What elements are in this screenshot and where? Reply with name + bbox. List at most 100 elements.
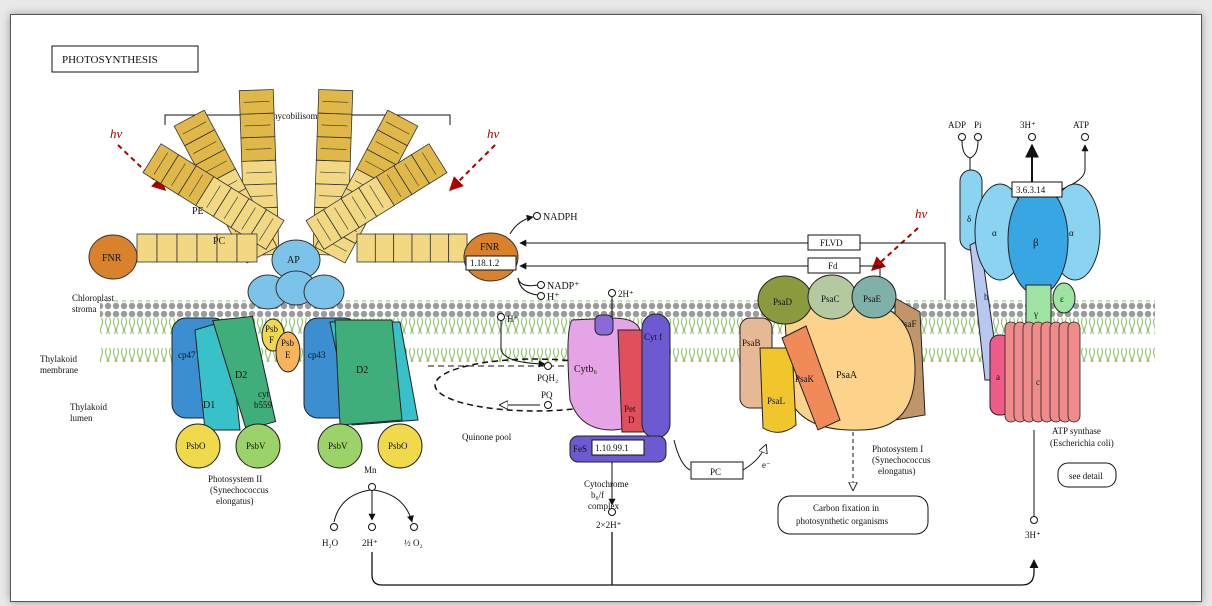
cytb6-label: Cytb₆ xyxy=(574,364,597,375)
fnr-left-label: FNR xyxy=(102,253,122,264)
psii-h-label: 2H⁺ xyxy=(362,538,378,548)
pc-text: PC xyxy=(710,467,721,477)
ec-1-18-1-2-button[interactable]: 1.18.1.2 xyxy=(466,256,516,270)
fd-text: Fd xyxy=(828,261,838,271)
fnr-h-label: H⁺ xyxy=(547,292,560,303)
hv-label-1: hν xyxy=(110,126,123,141)
flvd-button[interactable]: FLVD xyxy=(808,235,860,250)
c-label: c xyxy=(1036,377,1040,387)
d2a-label: D2 xyxy=(235,370,247,381)
carbon-fixation-text-2: photosynthetic organisms xyxy=(796,516,889,526)
phycobilisome-side-rod xyxy=(357,234,467,262)
photosystem-i: PsaB PsaF PsaA PsaL PsaK PsaD PsaC PsaE … xyxy=(740,275,931,490)
see-detail-text: see detail xyxy=(1069,471,1103,481)
see-detail-button[interactable]: see detail xyxy=(1058,463,1116,487)
lumen-label-2: lumen xyxy=(70,413,93,423)
c-subunit xyxy=(1068,322,1080,422)
atp-3h-top-label: 3H⁺ xyxy=(1020,120,1036,130)
psii-caption-2: (Synechococcus xyxy=(210,485,269,495)
water-splitting: H₂O 2H⁺ ½ O₂ xyxy=(322,484,423,549)
psak-label: PsaK xyxy=(795,374,815,384)
atp-3h-bottom-label: 3H⁺ xyxy=(1025,530,1041,540)
cp43-label: cp43 xyxy=(308,350,326,360)
a-label: a xyxy=(996,372,1000,382)
gamma-label: γ xyxy=(1033,309,1038,319)
psbf-label-1: Psb xyxy=(265,324,279,334)
mn-label: Mn xyxy=(364,465,377,475)
stroma-label-2: stroma xyxy=(72,304,97,314)
fnr-left: FNR xyxy=(89,235,137,279)
cytf-label: Cyt f xyxy=(644,332,662,342)
cytochrome-b6f: 2H⁺ Cytb₆ Pet D Cyt f FeS Cytochrome b₆/… xyxy=(568,289,670,530)
o2-label: ½ O₂ xyxy=(404,538,423,548)
cytb6f-caption-2: b₆/f xyxy=(591,490,604,500)
psi-caption-3: elongatus) xyxy=(878,466,916,476)
psbv1-label: PsbV xyxy=(246,441,266,451)
quinone-h-label: H⁺ xyxy=(507,314,518,324)
beta-label: β xyxy=(1033,237,1039,249)
quinone-pool-label: Quinone pool xyxy=(462,432,512,442)
pc-button[interactable]: PC xyxy=(691,462,743,479)
pc-label: PC xyxy=(213,236,226,247)
psi-caption-2: (Synechococcus xyxy=(872,455,931,465)
electron-label: e⁻ xyxy=(762,460,771,470)
ec-3-6-3-14-button[interactable]: 3.6.3.14 xyxy=(1012,182,1062,197)
membrane-label-1: Thylakoid xyxy=(40,354,77,364)
cyt-2x2h-label: 2×2H⁺ xyxy=(596,520,622,530)
psad-label: PsaD xyxy=(773,297,793,307)
petd-label-2: D xyxy=(628,415,635,425)
atp-label: ATP xyxy=(1073,120,1089,130)
ap-label: AP xyxy=(287,255,300,266)
epsilon-label: ε xyxy=(1060,294,1064,304)
ec-3-6-3-14-text: 3.6.3.14 xyxy=(1016,185,1046,195)
lumen-label-1: Thylakoid xyxy=(70,402,107,412)
d1-label: D1 xyxy=(203,400,215,411)
psac-label: PsaC xyxy=(821,294,840,304)
adp-label: ADP xyxy=(948,120,966,130)
hv-label-3: hν xyxy=(915,206,928,221)
hv-label-2: hν xyxy=(487,126,500,141)
psaa-label: PsaA xyxy=(836,370,858,381)
cyt-2h-label: 2H⁺ xyxy=(618,289,634,299)
nadph-label: NADPH xyxy=(543,212,577,223)
pi-label: Pi xyxy=(974,120,982,130)
title-box: PHOTOSYNTHESIS xyxy=(52,46,198,72)
ec-1-18-1-2-text: 1.18.1.2 xyxy=(470,258,499,268)
pq-label: PQ xyxy=(541,390,553,400)
alpha1-label: α xyxy=(992,228,997,238)
psab-label: PsaB xyxy=(742,338,761,348)
b559-label: b559 xyxy=(254,400,273,410)
fd-button[interactable]: Fd xyxy=(808,258,860,273)
nadp-label: NADP⁺ xyxy=(547,281,580,292)
phycobilisome-label: Phycobilisome xyxy=(268,111,322,121)
membrane-label-2: membrane xyxy=(40,365,78,375)
stroma-label-1: Chloroplast xyxy=(72,293,114,303)
petd-label-1: Pet xyxy=(624,404,636,414)
psbe-label-2: E xyxy=(285,350,291,360)
psbo1-label: PsbO xyxy=(186,441,206,451)
atp-caption-1: ATP synthase xyxy=(1052,426,1101,436)
carbon-fixation-button[interactable]: Carbon fixation in photosynthetic organi… xyxy=(778,496,928,534)
carbon-fixation-text-1: Carbon fixation in xyxy=(813,503,879,513)
psi-caption-1: Photosystem I xyxy=(872,444,923,454)
c-ring xyxy=(1005,322,1080,422)
psal-label: PsaL xyxy=(767,396,785,406)
ec-1-10-99-1-text: 1.10.99.1 xyxy=(595,443,629,453)
proton-return-line xyxy=(372,532,1034,585)
cp47-label: cp47 xyxy=(178,350,196,360)
fnr-right-label: FNR xyxy=(480,242,500,253)
ec-1-10-99-1-button[interactable]: 1.10.99.1 xyxy=(592,440,644,455)
delta-label: δ xyxy=(967,214,971,224)
psbv2-label: PsbV xyxy=(328,441,348,451)
nadph-nodes: NADPH NADP⁺ H⁺ xyxy=(510,212,580,303)
flvd-text: FLVD xyxy=(820,238,843,248)
photosystem-ii: cp47 D1 D2 cyt b559 Psb F Psb E cp43 D2 … xyxy=(172,315,422,506)
psii-caption-1: Photosystem II xyxy=(208,474,262,484)
b-label: b xyxy=(984,292,989,302)
page-title: PHOTOSYNTHESIS xyxy=(62,54,158,66)
d2b-label: D2 xyxy=(356,365,368,376)
psbo2-label: PsbO xyxy=(388,441,408,451)
pe-label: PE xyxy=(192,206,204,217)
psii-caption-3: elongatus) xyxy=(216,496,254,506)
